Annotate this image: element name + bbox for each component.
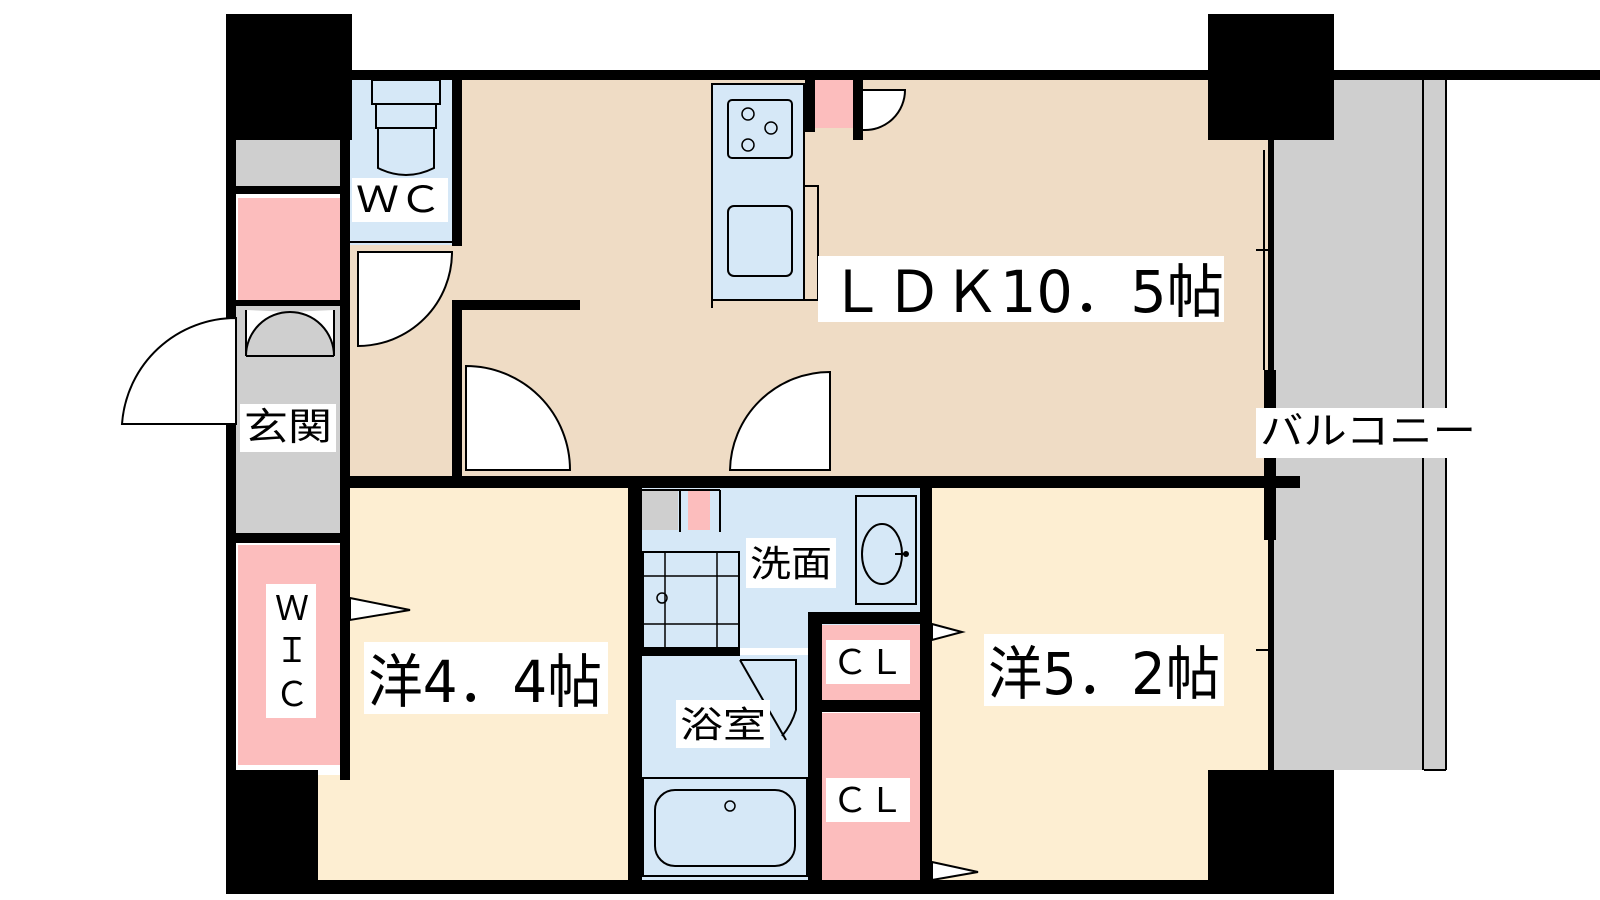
ps-gray <box>642 490 678 530</box>
western1-label: 洋4．4帖 <box>368 648 602 716</box>
cl2-label: ＣＬ <box>832 781 904 821</box>
bathtub <box>642 777 808 877</box>
western1-floor-ext <box>318 775 358 880</box>
cl2-door <box>931 860 979 882</box>
ldk-door-right <box>728 370 831 471</box>
yokushitsu-label: 浴室 <box>680 705 766 746</box>
washing-machine <box>642 551 740 649</box>
wic-label-i: Ｉ <box>275 631 309 671</box>
entrance-door <box>120 316 237 425</box>
wic-label-c: Ｃ <box>275 675 309 715</box>
ldk-door-left <box>465 364 572 471</box>
column-top-left <box>226 14 352 140</box>
genkan-label: 玄関 <box>244 405 332 449</box>
wc-label: ＷＣ <box>356 180 442 221</box>
shoe-cabinet <box>238 198 342 303</box>
senmen-label: 洗面 <box>750 544 832 585</box>
entrance-upper-floor <box>236 140 346 190</box>
column-bottom-left <box>226 770 318 894</box>
western2-label: 洋5．2帖 <box>988 640 1220 708</box>
wc-door <box>357 251 454 348</box>
wash-basin <box>855 495 917 605</box>
pantry-door <box>862 89 907 132</box>
fridge-space <box>815 80 853 128</box>
balcony-label: バルコニー <box>1260 409 1476 453</box>
cl1-label: ＣＬ <box>832 643 904 683</box>
cl1-door <box>931 622 966 642</box>
column-bottom-right <box>1208 770 1334 894</box>
wic-label-w: Ｗ <box>275 589 309 629</box>
wic-door <box>349 596 411 622</box>
shoebox-doors <box>245 310 335 357</box>
washing-machine-space <box>688 490 710 530</box>
kitchen-counter <box>711 83 819 308</box>
toilet <box>371 79 441 176</box>
ldk-label: ＬＤＫ10．5帖 <box>828 258 1224 326</box>
